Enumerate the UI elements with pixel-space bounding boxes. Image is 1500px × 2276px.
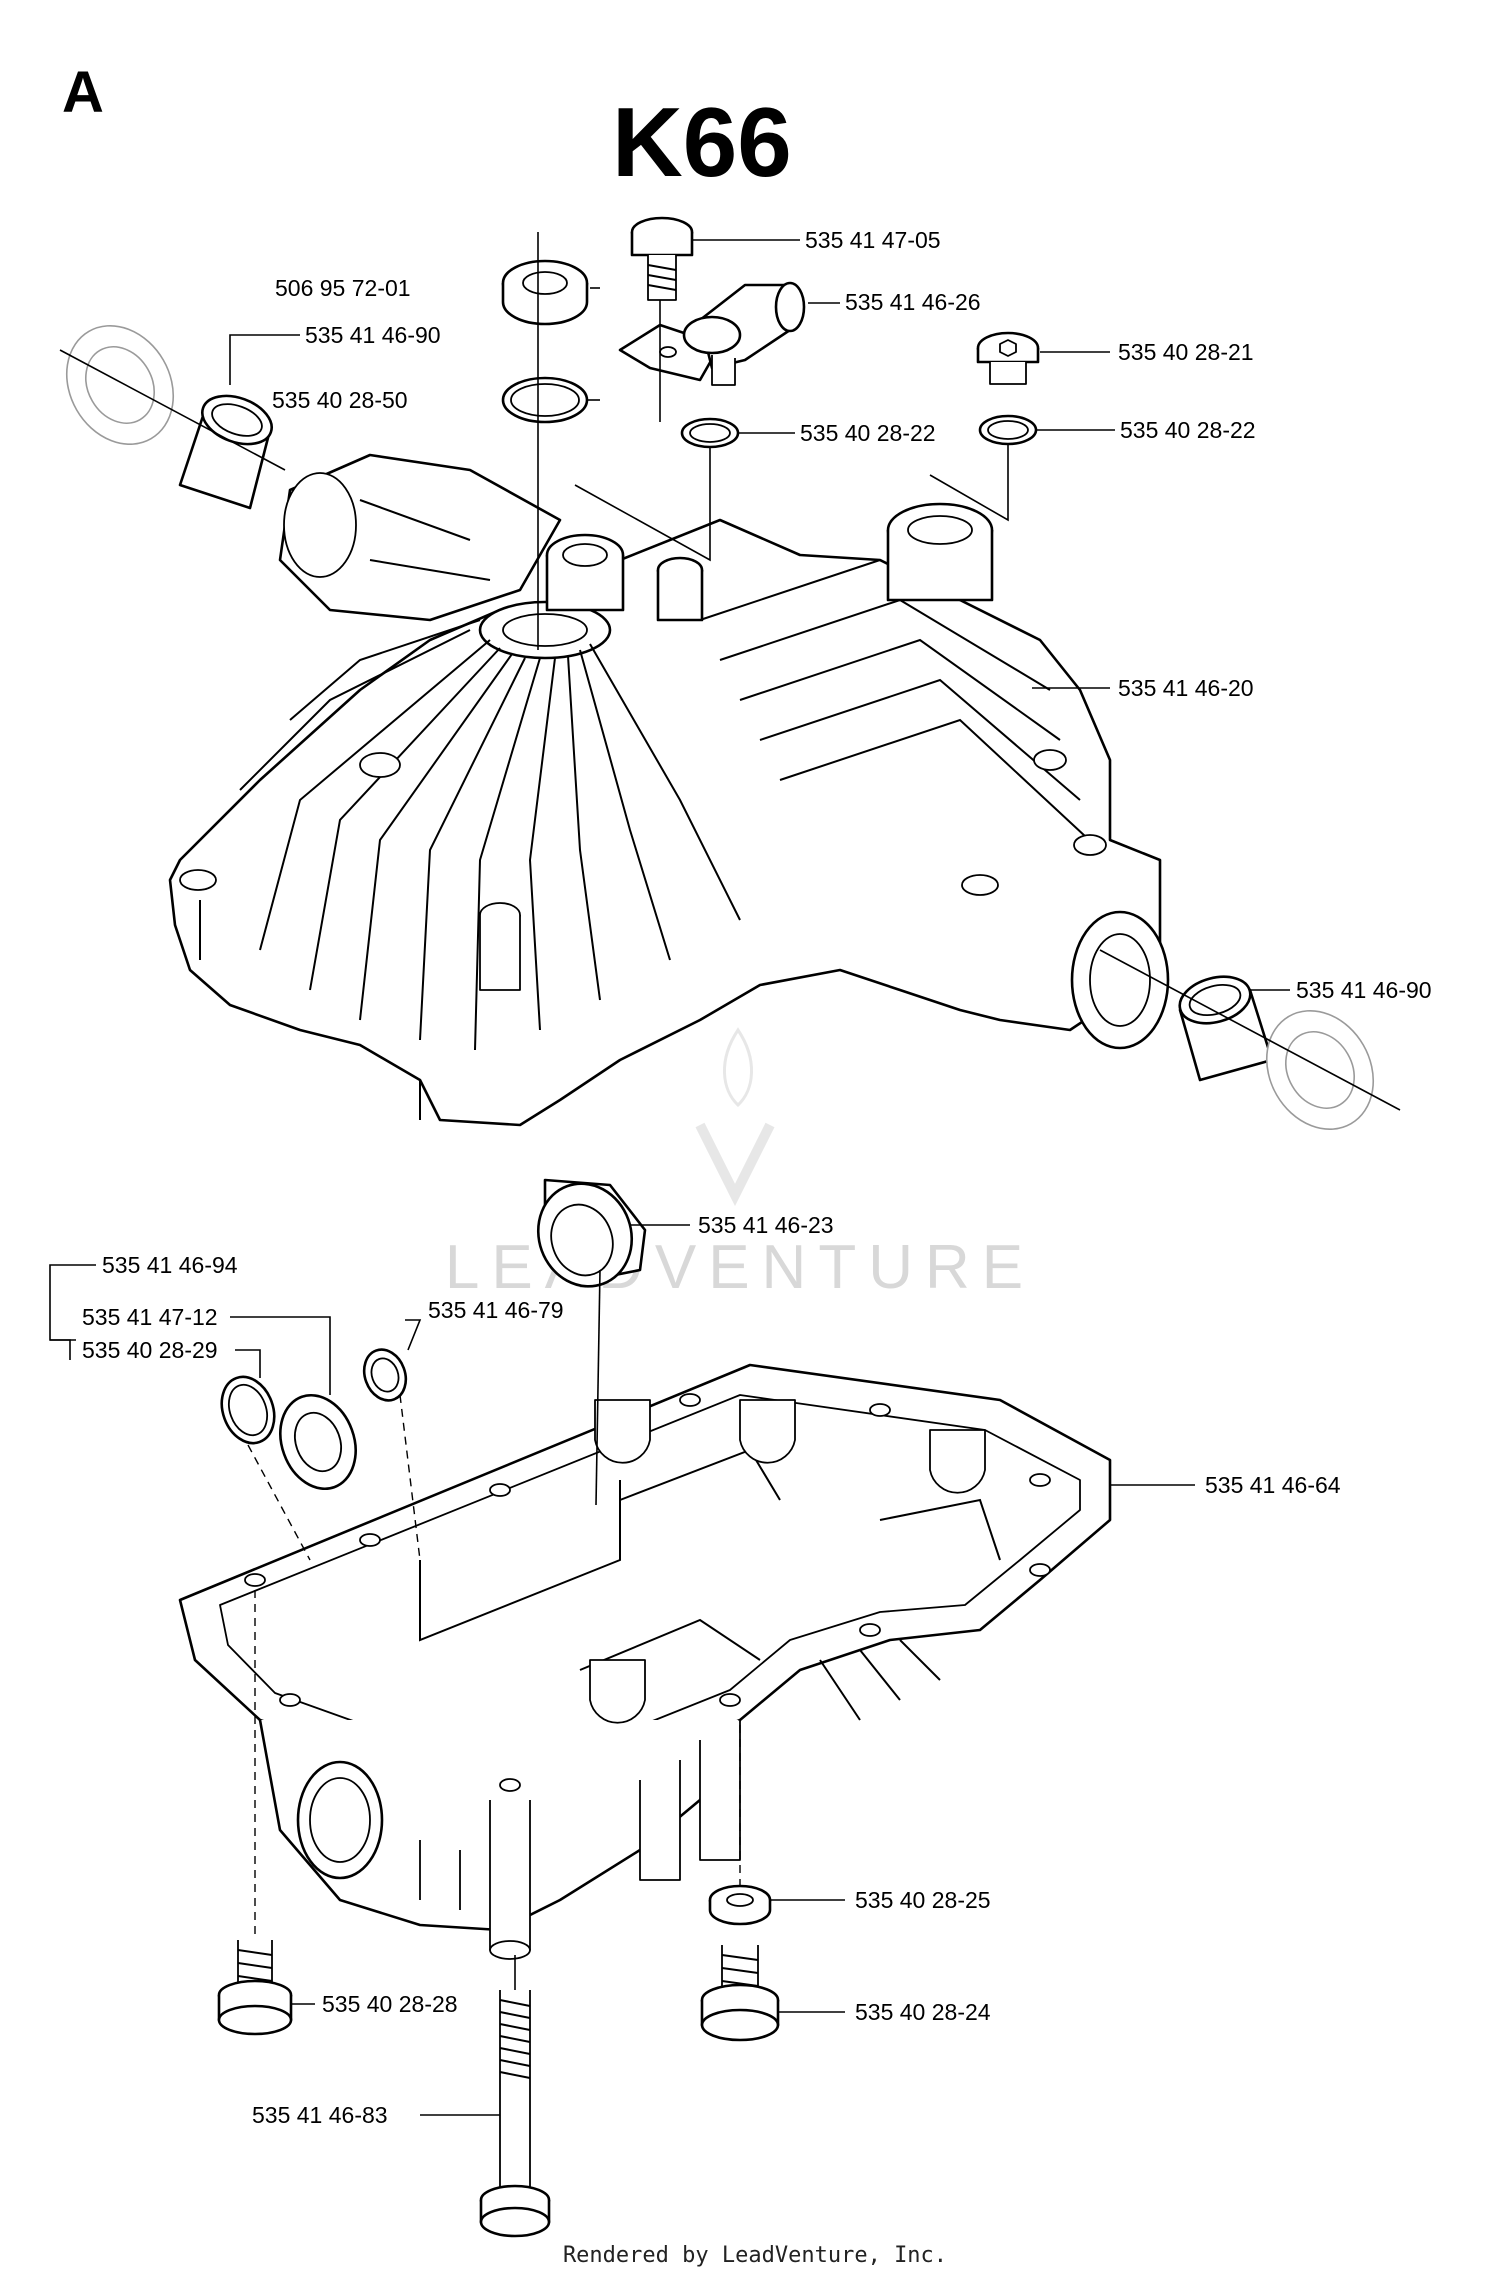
callout-535-41-46-79: 535 41 46-79: [428, 1297, 564, 1323]
callout-535-41-46-64: 535 41 46-64: [1205, 1472, 1341, 1498]
plug-535-40-28-21: [976, 331, 1040, 385]
axis-line-lower-seal: [595, 1269, 601, 1506]
section-letter: A: [62, 60, 104, 125]
seal-ghost-right: [1265, 1009, 1375, 1131]
callout-labels: 535 41 47-05 506 95 72-01 535 41 46-26 5…: [82, 227, 1432, 2128]
callout-535-40-28-21: 535 40 28-21: [1118, 339, 1254, 365]
bolt-535-41-46-83: [479, 1990, 551, 2238]
callout-535-41-46-94: 535 41 46-94: [102, 1252, 238, 1278]
callout-535-41-47-12: 535 41 47-12: [82, 1304, 218, 1330]
callout-535-41-46-23: 535 41 46-23: [698, 1212, 834, 1238]
hidden-line-ring: [247, 1444, 311, 1561]
fitting-535-41-46-26: [618, 281, 806, 386]
bolt-535-40-28-28: [217, 1940, 293, 2036]
upper-housing: [168, 453, 1170, 1127]
callout-535-40-28-24: 535 40 28-24: [855, 1999, 991, 2025]
callout-535-40-28-22-left: 535 40 28-22: [800, 420, 936, 446]
callout-535-40-28-22-right: 535 40 28-22: [1120, 417, 1256, 443]
callout-535-40-28-25: 535 40 28-25: [855, 1887, 991, 1913]
callout-535-40-28-28: 535 40 28-28: [322, 1991, 458, 2017]
callout-535-40-28-29: 535 40 28-29: [82, 1337, 218, 1363]
callout-535-41-47-05: 535 41 47-05: [805, 227, 941, 253]
leader-lines: [49, 239, 1290, 2116]
seal-535-41-46-23: [536, 1178, 647, 1288]
axis-line-right-axle: [1099, 949, 1401, 1111]
callout-535-40-28-50: 535 40 28-50: [272, 387, 408, 413]
watermark-logo: [695, 1027, 775, 1207]
footer-credit: Rendered by LeadVenture, Inc.: [563, 2243, 947, 2268]
bushing-535-41-46-90-right: [1178, 975, 1274, 1082]
ring-535-40-28-50: [501, 376, 589, 424]
callout-535-41-46-26: 535 41 46-26: [845, 289, 981, 315]
callout-506-95-72-01: 506 95 72-01: [275, 275, 411, 301]
bolt-535-41-47-05: [630, 216, 694, 301]
seal-535-41-47-12: [279, 1393, 357, 1491]
axis-line-fitting: [574, 447, 711, 562]
watermark-text: LEADVENTURE: [445, 1233, 1035, 1302]
callout-535-41-46-90-right: 535 41 46-90: [1296, 977, 1432, 1003]
axis-line-left-axle: [59, 349, 286, 471]
washer-535-40-28-25: [708, 1884, 772, 1926]
callout-535-41-46-20: 535 41 46-20: [1118, 675, 1254, 701]
model-title: K66: [612, 87, 792, 197]
callout-535-41-46-83: 535 41 46-83: [252, 2102, 388, 2128]
oring-535-40-28-22-left: [680, 417, 740, 449]
ring-535-40-28-29: [220, 1375, 276, 1445]
callout-535-41-46-90-top: 535 41 46-90: [305, 322, 441, 348]
bushing-535-41-46-79: [362, 1348, 408, 1402]
oring-535-40-28-22-right: [978, 414, 1038, 446]
seal-506-95-72-01: [501, 259, 589, 326]
axis-line-plug: [929, 444, 1009, 522]
lower-housing: [178, 1363, 1112, 1960]
seal-ghost-left: [65, 324, 175, 446]
bushing-535-41-46-90-left: [178, 394, 273, 510]
bolt-535-40-28-24: [700, 1945, 780, 2042]
